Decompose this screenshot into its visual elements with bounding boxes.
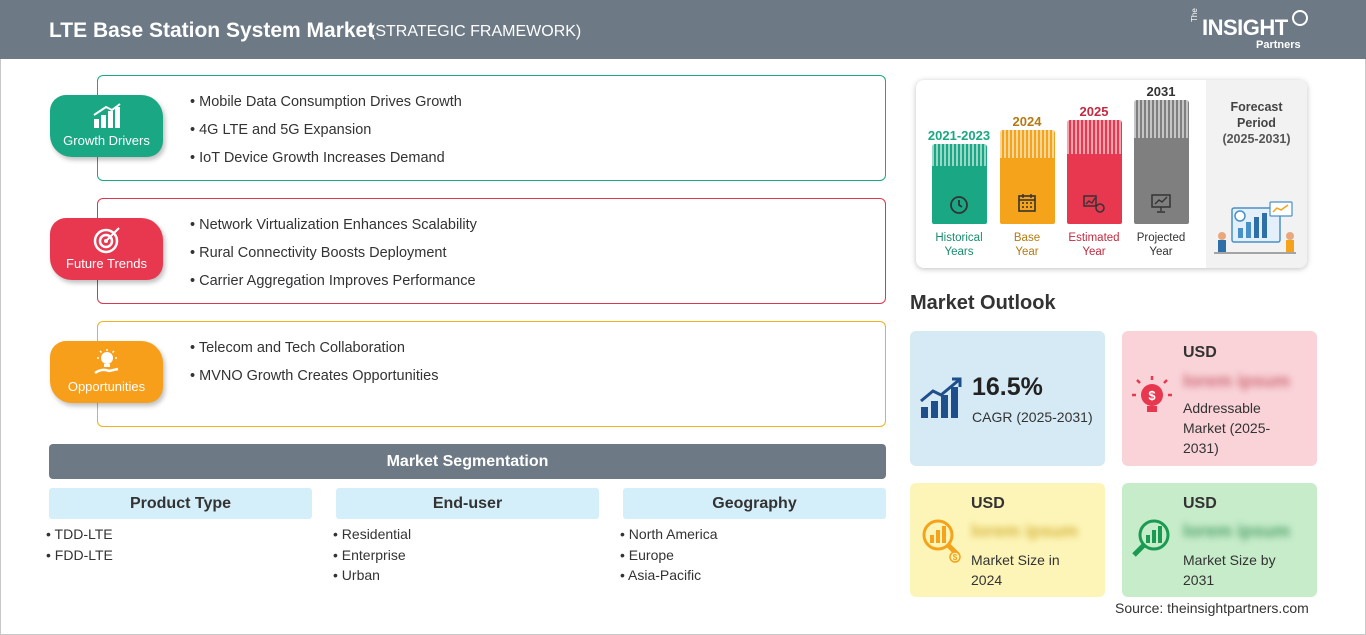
opportunities-badge: Opportunities [50, 341, 163, 403]
cagr-label: CAGR (2025-2031) [972, 409, 1093, 425]
insight-partners-logo[interactable]: The INSIGHT Partners [1190, 8, 1310, 54]
forecast-illustration-icon [1214, 201, 1296, 254]
segment-list-geography: • North America • Europe • Asia-Pacific [620, 524, 718, 586]
magnifier-chart-icon: $ [922, 519, 961, 563]
list-item: • Asia-Pacific [620, 567, 702, 583]
source-credit: Source: theinsightpartners.com [1115, 600, 1309, 616]
forecast-range: (2025-2031) [1222, 132, 1291, 146]
bar-base [1000, 130, 1055, 224]
list-item: • FDD-LTE [46, 546, 113, 563]
segment-list-product-type: • TDD-LTE • FDD-LTE [46, 524, 113, 565]
future-trends-badge: Future Trends [50, 218, 163, 280]
idea-hand-icon [94, 349, 119, 375]
cagr-tile: 16.5% CAGR (2025-2031) [910, 331, 1105, 466]
list-item: • MVNO Growth Creates Opportunities [190, 368, 439, 384]
segment-heading-end-user: End-user [336, 488, 599, 519]
bar-estimated [1067, 120, 1122, 224]
svg-text:$: $ [953, 553, 958, 562]
logo-ring-icon [1292, 10, 1308, 26]
list-item: • North America [620, 526, 718, 542]
growth-drivers-list: • Mobile Data Consumption Drives Growth … [190, 92, 462, 176]
segment-list-end-user: • Residential • Enterprise • Urban [333, 524, 411, 586]
list-item: • IoT Device Growth Increases Demand [190, 150, 445, 166]
lightbulb-dollar-icon: $ [1132, 376, 1172, 412]
future-trends-card: • Network Virtualization Enhances Scalab… [97, 198, 886, 304]
year-historical: 2021-2023 [927, 128, 991, 143]
list-item: • Network Virtualization Enhances Scalab… [190, 217, 477, 233]
calendar-icon [1018, 194, 1036, 212]
addressable-currency: USD [1183, 344, 1217, 361]
header-bar: LTE Base Station System Market (STRATEGI… [0, 0, 1366, 59]
magnifier-forecast-icon [1132, 519, 1170, 557]
list-item: • Residential [333, 526, 412, 542]
segment-heading-product-type: Product Type [49, 488, 312, 519]
list-item: • 4G LTE and 5G Expansion [190, 122, 372, 138]
bar-chart-growth-icon [93, 103, 121, 128]
opportunities-list: • Telecom and Tech Collaboration • MVNO … [190, 338, 438, 394]
size-2024-currency: USD [971, 495, 1005, 512]
opportunities-label: Opportunities [67, 379, 146, 394]
history-icon [950, 196, 968, 214]
market-segmentation-header: Market Segmentation [49, 444, 886, 479]
growth-drivers-badge: Growth Drivers [50, 95, 163, 157]
growth-drivers-label: Growth Drivers [63, 133, 150, 148]
year-estimated: 2025 [1079, 104, 1109, 119]
target-icon [93, 227, 120, 254]
addressable-value: lorem ipsum [1183, 371, 1291, 391]
list-item: • Carrier Aggregation Improves Performan… [190, 273, 476, 289]
opportunities-card: • Telecom and Tech Collaboration • MVNO … [97, 321, 886, 427]
logo-partners: Partners [1256, 39, 1301, 51]
list-item: • Urban [333, 567, 380, 583]
future-trends-list: • Network Virtualization Enhances Scalab… [190, 215, 477, 299]
future-trends-label: Future Trends [66, 256, 147, 271]
size-2031-currency: USD [1183, 495, 1217, 512]
segment-heading-geography: Geography [623, 488, 886, 519]
svg-text:$: $ [1148, 388, 1156, 403]
bar-historical [932, 144, 987, 224]
year-projected: 2031 [1146, 84, 1176, 99]
year-base: 2024 [1012, 114, 1042, 129]
size-2024-value: lorem ipsum [971, 521, 1079, 541]
logo-insight: INSIGHT [1202, 15, 1288, 40]
growth-chart-icon [920, 377, 962, 418]
list-item: • Mobile Data Consumption Drives Growth [190, 94, 462, 110]
list-item: • TDD-LTE [46, 526, 113, 542]
page-subtitle: (STRATEGIC FRAMEWORK) [370, 23, 582, 40]
presentation-icon [1151, 194, 1171, 213]
growth-drivers-card: • Mobile Data Consumption Drives Growth … [97, 75, 886, 181]
cagr-value: 16.5% [972, 373, 1043, 401]
page-title: LTE Base Station System Market [49, 19, 375, 42]
market-outlook-title: Market Outlook [910, 292, 1056, 314]
bar-projected [1134, 100, 1189, 224]
size-2031-value: lorem ipsum [1183, 521, 1291, 541]
logo-the: The [1190, 8, 1199, 22]
list-item: • Europe [620, 546, 674, 563]
list-item: • Enterprise [333, 546, 406, 563]
list-item: • Telecom and Tech Collaboration [190, 340, 405, 356]
analytics-icon [1083, 195, 1105, 213]
list-item: • Rural Connectivity Boosts Deployment [190, 245, 447, 261]
